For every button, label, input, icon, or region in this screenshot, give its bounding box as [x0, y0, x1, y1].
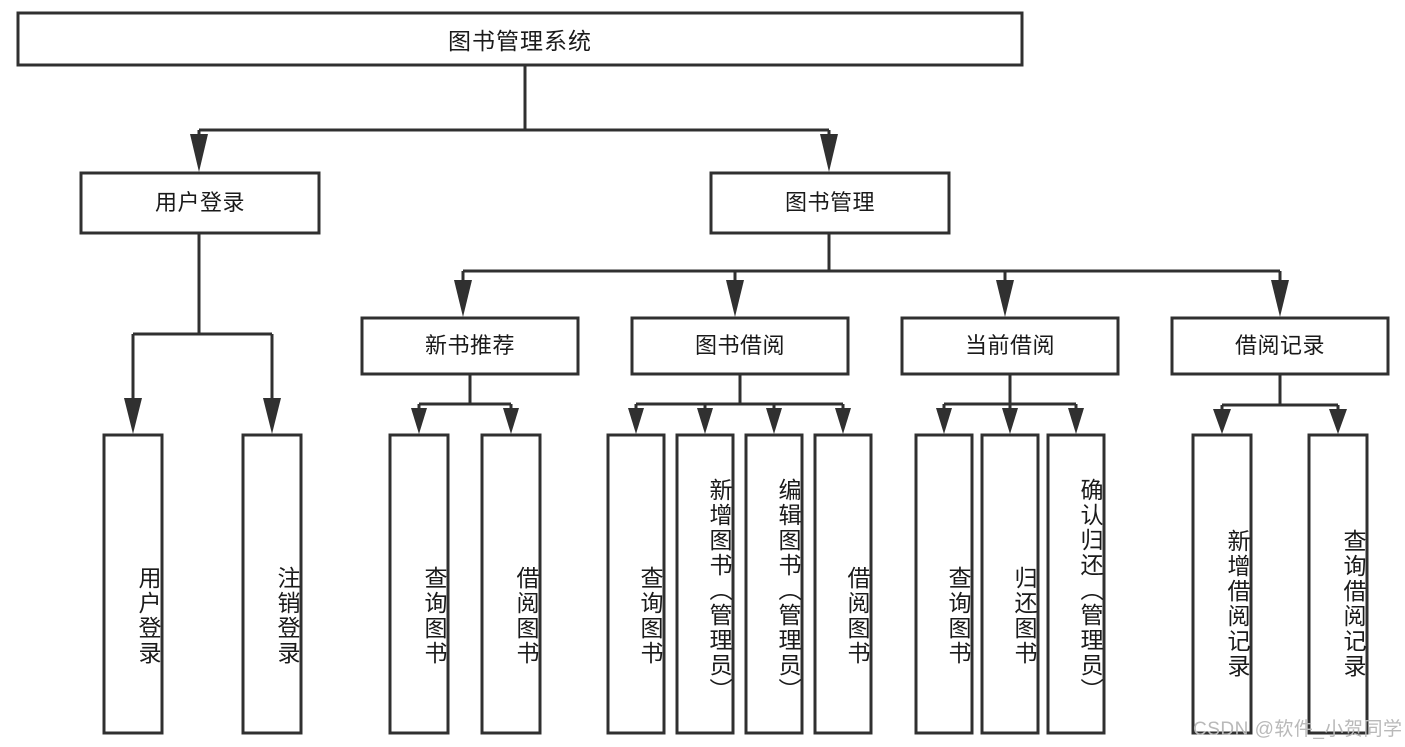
arrow-nbr-leaf-1 [411, 408, 427, 434]
node-box-leaf-query-book-1[interactable] [388, 433, 450, 735]
node-box-leaf-user-login[interactable] [102, 433, 164, 735]
arrow-br-leaf-1 [1213, 409, 1231, 434]
node-box-leaf-query-book-2[interactable] [606, 433, 666, 735]
node-box-leaf-borrow-book-2[interactable] [813, 433, 873, 735]
arrow-bm-to-book-borrow [726, 280, 744, 317]
arrow-root-to-book-management [820, 134, 838, 172]
arrow-bm-to-current-borrow [996, 280, 1014, 317]
arrow-cb-leaf-2 [1002, 408, 1018, 434]
node-box-leaf-return-book[interactable] [980, 433, 1040, 735]
arrow-cb-leaf-3 [1068, 408, 1084, 434]
node-box-borrow-record[interactable] [1170, 316, 1390, 376]
node-box-leaf-confirm-return[interactable] [1046, 433, 1106, 735]
arrow-nbr-leaf-2 [503, 408, 519, 434]
node-box-leaf-borrow-book-1[interactable] [480, 433, 542, 735]
arrow-br-leaf-2 [1329, 409, 1347, 434]
arrow-bb-leaf-1 [628, 408, 644, 434]
node-box-book-borrow[interactable] [630, 316, 850, 376]
node-box-current-borrow[interactable] [900, 316, 1120, 376]
arrow-bb-leaf-3 [766, 408, 782, 434]
node-box-root[interactable] [16, 11, 1024, 67]
arrow-user-login-leaf-2 [263, 398, 281, 434]
node-box-book-management[interactable] [709, 171, 951, 235]
arrow-root-to-user-login [190, 134, 208, 172]
arrow-cb-leaf-1 [936, 408, 952, 434]
arrow-bb-leaf-2 [697, 408, 713, 434]
node-box-leaf-logout-login[interactable] [241, 433, 303, 735]
node-box-leaf-query-book-3[interactable] [914, 433, 974, 735]
arrow-user-login-leaf-1 [124, 398, 142, 434]
node-box-new-book-recommend[interactable] [360, 316, 580, 376]
arrow-bm-to-borrow-record [1271, 280, 1289, 317]
node-box-leaf-edit-book[interactable] [744, 433, 804, 735]
node-box-leaf-add-record[interactable] [1191, 433, 1253, 735]
node-box-leaf-query-record[interactable] [1307, 433, 1369, 735]
arrow-bb-leaf-4 [835, 408, 851, 434]
node-box-user-login[interactable] [79, 171, 321, 235]
node-box-leaf-add-book[interactable] [675, 433, 735, 735]
arrow-bm-to-new-book-recommend [454, 280, 472, 317]
